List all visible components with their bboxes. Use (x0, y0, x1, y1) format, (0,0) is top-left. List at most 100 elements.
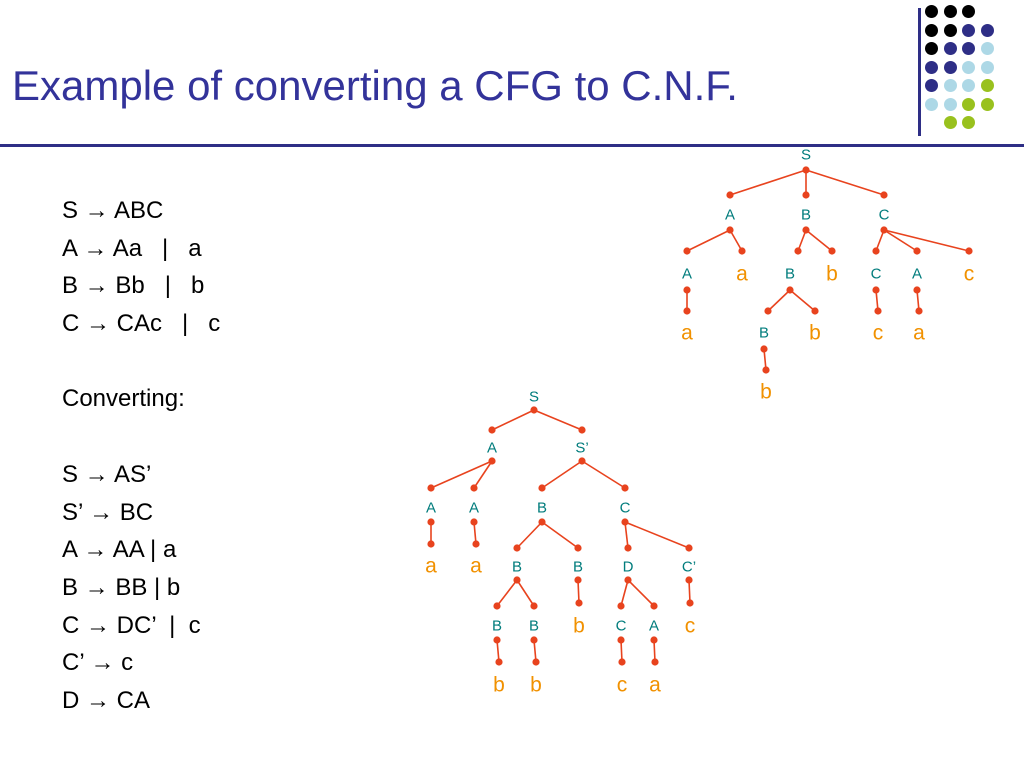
nonterminal-label: C (620, 500, 631, 517)
tree-edge (729, 169, 807, 196)
terminal-label: b (826, 263, 838, 286)
tree-edge (729, 229, 743, 252)
node-top-dot (532, 658, 540, 666)
tree-edge (533, 409, 583, 431)
decorative-dot (925, 5, 938, 18)
node-bottom-dot (726, 226, 734, 234)
node-bottom-dot (786, 286, 794, 294)
terminal-label: b (493, 674, 505, 697)
node-top-dot (683, 247, 691, 255)
nonterminal-label: B (512, 559, 522, 576)
node-bottom-dot (513, 576, 521, 584)
converting-heading: Converting: (62, 385, 185, 413)
node-top-dot (574, 544, 582, 552)
node-top-dot (617, 602, 625, 610)
node-bottom-dot (427, 518, 435, 526)
node-bottom-dot (880, 226, 888, 234)
decorative-dot (980, 97, 994, 111)
tree-edge (686, 229, 731, 252)
terminal-label: c (617, 674, 628, 697)
grammar-rule: B → Bb | b (62, 272, 205, 300)
tree-edge (496, 579, 518, 607)
cnf-rule: S’ → BC (62, 498, 154, 526)
node-top-dot (794, 247, 802, 255)
node-bottom-dot (617, 636, 625, 644)
nonterminal-label: A (649, 618, 659, 635)
decorative-dot (980, 42, 994, 55)
decorative-dot (943, 60, 957, 74)
node-top-dot (427, 484, 435, 492)
tree-edge (533, 639, 537, 663)
tree-edge (516, 521, 543, 549)
nonterminal-label: B (529, 618, 539, 635)
tree-edge (516, 579, 535, 607)
node-top-dot (575, 599, 583, 607)
node-top-dot (538, 484, 546, 492)
decorative-dot (980, 79, 994, 92)
tree-edge (581, 460, 626, 489)
node-bottom-dot (683, 286, 691, 294)
decorative-dot (962, 79, 975, 92)
node-top-dot (495, 658, 503, 666)
nonterminal-label: C’ (682, 559, 696, 576)
tree-edge (496, 639, 500, 663)
tree-edge (541, 460, 583, 489)
nonterminal-label: A (426, 500, 436, 517)
tree-edge (577, 579, 580, 604)
grammar-rule: C → CAc | c (62, 310, 221, 338)
grammar-rule: S → ABC (62, 197, 164, 224)
node-top-dot (624, 544, 632, 552)
nonterminal-label: A (682, 266, 692, 283)
node-bottom-dot (574, 576, 582, 584)
node-top-dot (683, 307, 691, 315)
node-top-dot (828, 247, 836, 255)
terminal-label: a (681, 322, 693, 345)
node-top-dot (618, 658, 626, 666)
node-bottom-dot (802, 226, 810, 234)
nonterminal-label: S (529, 389, 539, 406)
decorative-dot (925, 79, 938, 92)
decorative-dot (962, 116, 975, 129)
grammar-rules: S → ABC A → Aa | a B → Bb | b C → CAc | … (62, 192, 220, 720)
tree-edge (653, 639, 656, 663)
decorative-dot (943, 79, 957, 92)
node-bottom-dot (493, 636, 501, 644)
decorative-dot (943, 116, 957, 129)
tree-edge (767, 289, 791, 312)
node-bottom-dot (624, 576, 632, 584)
terminal-label: a (649, 674, 661, 697)
cnf-rule: D → CA (62, 686, 151, 714)
decorative-dot (962, 97, 975, 111)
tree-edge (624, 521, 629, 549)
nonterminal-label: B (801, 207, 811, 224)
tree-edge (473, 521, 477, 545)
tree-edge (805, 169, 885, 196)
node-top-dot (802, 191, 810, 199)
node-top-dot (493, 602, 501, 610)
decorative-dot (943, 97, 957, 111)
tree-edge (883, 229, 918, 252)
node-top-dot (513, 544, 521, 552)
decorative-dot (925, 23, 938, 37)
slide-title: Example of converting a CFG to C.N.F. (12, 62, 738, 109)
title-underline (0, 144, 1024, 147)
node-bottom-dot (685, 576, 693, 584)
nonterminal-label: B (759, 325, 769, 342)
node-bottom-dot (621, 518, 629, 526)
nonterminal-label: S (801, 147, 811, 164)
decorative-dot (943, 42, 957, 55)
node-top-dot (880, 191, 888, 199)
nonterminal-label: S’ (575, 440, 588, 457)
terminal-label: b (760, 381, 772, 404)
cnf-rule: S → AS’ (62, 460, 152, 488)
tree-edge (624, 521, 690, 549)
node-top-dot (764, 307, 772, 315)
node-top-dot (738, 247, 746, 255)
node-bottom-dot (538, 518, 546, 526)
node-top-dot (578, 426, 586, 434)
nonterminal-label: C (871, 266, 882, 283)
terminal-label: a (470, 555, 482, 578)
node-top-dot (762, 366, 770, 374)
